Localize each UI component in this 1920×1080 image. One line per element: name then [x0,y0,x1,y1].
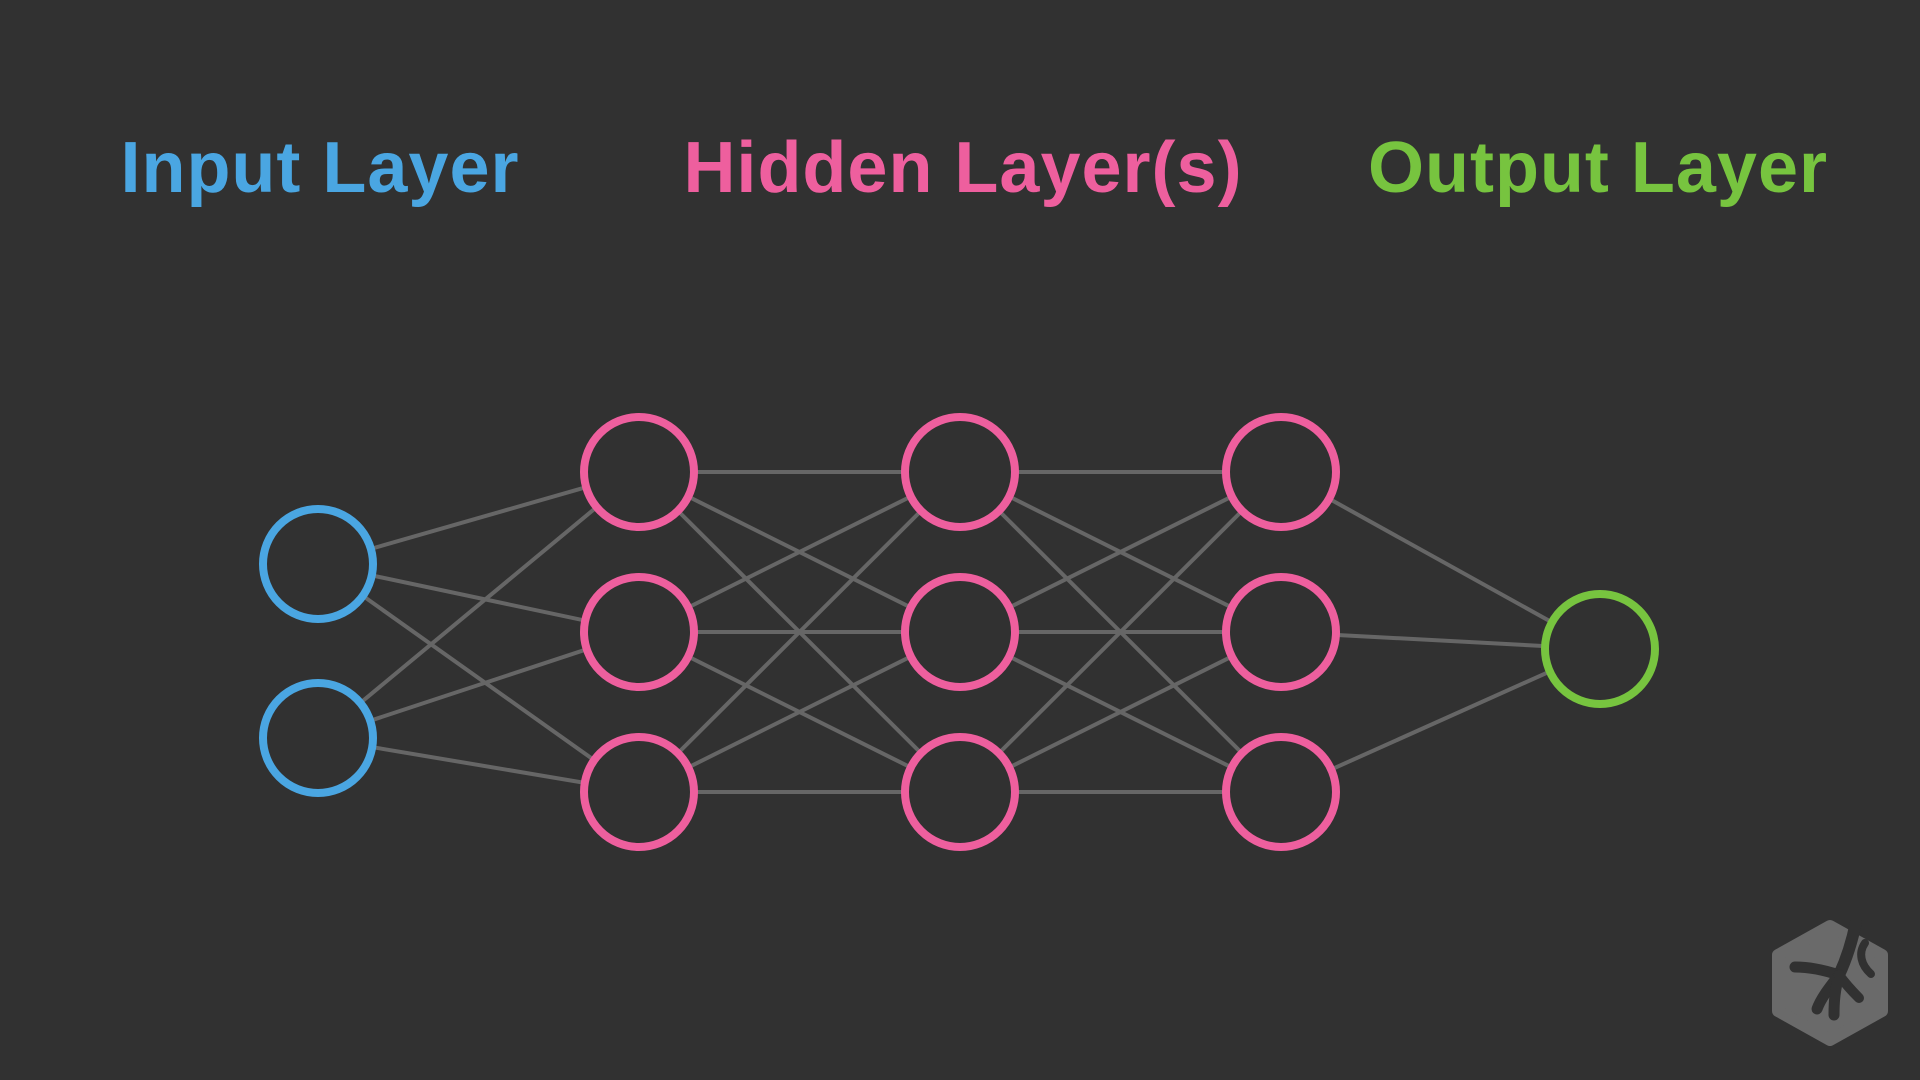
edge-hidden-1-3-to-hidden-2-1 [637,470,962,794]
node-hidden-2-1 [901,413,1019,531]
edge-hidden-1-3-to-hidden-2-2 [638,630,961,794]
edge-hidden-2-2-to-hidden-3-1 [959,470,1282,634]
edge-hidden-2-3-to-hidden-3-2 [959,630,1282,794]
output-layer-label: Output Layer [1367,128,1829,208]
node-hidden-2-2 [901,573,1019,691]
edge-input-1-to-hidden-1-3 [316,562,641,794]
input-layer-label: Input Layer [120,128,520,208]
edge-input-2-to-hidden-1-1 [316,470,641,740]
edge-hidden-3-1-to-output-1 [1280,470,1601,651]
node-hidden-1-3 [580,733,698,851]
node-input-1 [259,505,377,623]
logo-branch-cutout [1789,918,1875,1021]
neuron-nodes [259,413,1659,851]
node-output-1 [1541,590,1659,708]
node-hidden-1-2 [580,573,698,691]
edge-hidden-1-2-to-hidden-2-1 [638,470,961,634]
edge-hidden-2-3-to-hidden-3-1 [958,470,1283,794]
node-hidden-2-3 [901,733,1019,851]
hidden-layer-label: Hidden Layer(s) [683,128,1243,208]
node-input-2 [259,679,377,797]
node-hidden-1-1 [580,413,698,531]
node-hidden-3-2 [1222,573,1340,691]
treehouse-logo-icon [1772,918,1888,1046]
node-hidden-3-1 [1222,413,1340,531]
node-hidden-3-3 [1222,733,1340,851]
